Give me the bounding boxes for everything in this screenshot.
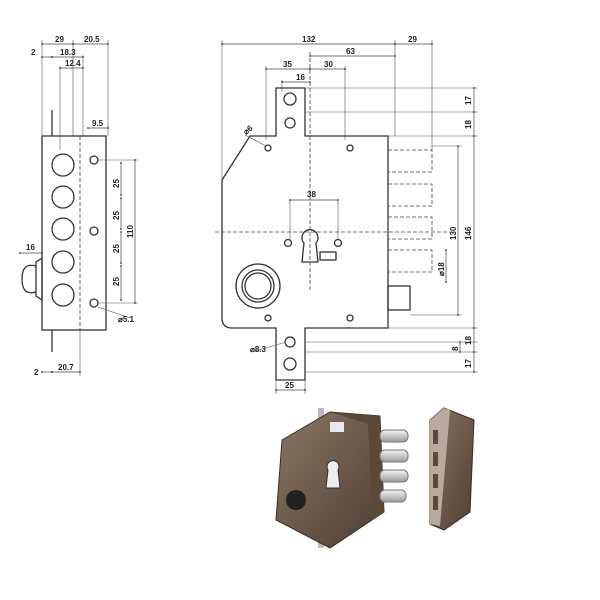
dim-29: 29 (55, 35, 64, 44)
dim-132: 132 (302, 35, 316, 44)
dim-16: 16 (26, 243, 35, 252)
dim-18-bottom: 18 (464, 336, 473, 345)
dim-5-1: ⌀5.1 (118, 315, 135, 324)
dim-17-bottom: 17 (464, 359, 473, 368)
dim-25c: 25 (112, 244, 121, 253)
cylinder (235, 263, 281, 309)
dim-20-5: 20.5 (84, 35, 100, 44)
dim-146: 146 (464, 226, 473, 240)
latch (387, 285, 411, 311)
dim-2: 2 (31, 48, 36, 57)
dim-18-3: 18.3 (60, 48, 76, 57)
dim-63: 63 (346, 47, 355, 56)
dim-30: 30 (324, 60, 333, 69)
tab-hole-top (283, 92, 297, 106)
knob (21, 256, 43, 302)
dim-dia-8-3: ⌀8.3 (250, 345, 267, 354)
dim-8: 8 (451, 346, 460, 351)
dim-29: 29 (408, 35, 417, 44)
front-view: 132 29 63 35 30 16 17 18 ⌀6 38 130 146 ⌀… (215, 35, 478, 394)
dim-130: 130 (449, 226, 458, 240)
dim-38: 38 (307, 190, 316, 199)
bolts (387, 149, 433, 273)
dim-110: 110 (126, 225, 135, 238)
bolt-circles (51, 153, 75, 307)
side-body (41, 135, 107, 331)
keyhole (283, 229, 343, 263)
side-view: 29 20.5 2 18.3 12.4 9.5 25 25 25 25 110 … (19, 35, 138, 377)
photo-knob (286, 490, 306, 510)
dim-25a: 25 (112, 179, 121, 188)
dim-12-4: 12.4 (65, 59, 81, 68)
lock-photo (275, 407, 475, 549)
dim-2-bottom: 2 (34, 368, 39, 377)
tab-hole-bottom (283, 357, 297, 371)
dim-dia-18: ⌀18 (437, 262, 446, 276)
dim-35: 35 (283, 60, 292, 69)
dim-16: 16 (296, 73, 305, 82)
dim-25: 25 (285, 381, 294, 390)
dim-25b: 25 (112, 211, 121, 220)
dim-20-7: 20.7 (58, 363, 74, 372)
dim-17-top: 17 (464, 96, 473, 105)
dim-9-5: 9.5 (92, 119, 104, 128)
photo-bolts (379, 429, 409, 503)
dim-25d: 25 (112, 277, 121, 286)
dim-dia-6: ⌀6 (242, 123, 255, 136)
dim-18-top: 18 (464, 120, 473, 129)
screw-holes (89, 155, 99, 308)
